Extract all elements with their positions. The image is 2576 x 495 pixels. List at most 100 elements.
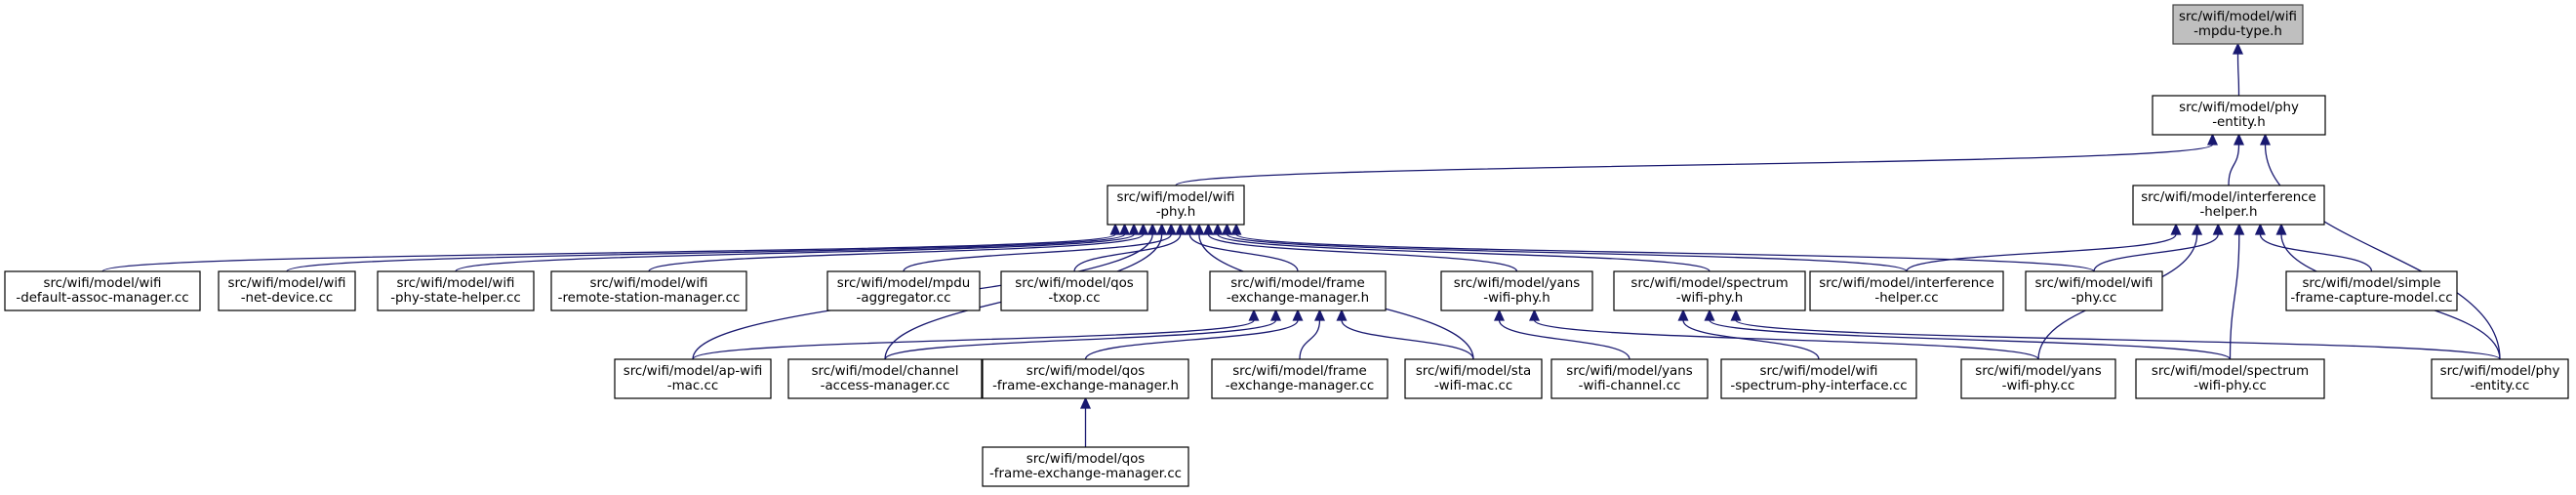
arrowhead-icon [1292, 309, 1304, 321]
arrowhead-icon [1248, 309, 1260, 321]
node-box [1720, 358, 1917, 399]
file-node[interactable]: src/wifi/model/channel-access-manager.cc [787, 358, 983, 399]
node-box [826, 270, 981, 311]
node-box [2025, 270, 2163, 311]
edge-line [1217, 233, 1711, 272]
file-node[interactable]: src/wifi/model/yans-wifi-phy.h [1440, 270, 1593, 311]
arrowhead-icon [2275, 223, 2287, 235]
arrowhead-icon [2192, 223, 2203, 235]
node-label-line-2: -wifi-phy.h [1483, 291, 1550, 306]
arrowhead-icon [2170, 223, 2182, 235]
node-label-line-2: -frame-exchange-manager.h [992, 379, 1179, 393]
file-node[interactable]: src/wifi/model/wifi-net-device.cc [218, 270, 356, 311]
edge-line [1341, 319, 1474, 360]
node-box [2431, 358, 2569, 399]
edge-line [286, 233, 1126, 272]
arrowhead-icon [1175, 223, 1187, 235]
dependency-edge [1175, 133, 2219, 186]
file-node[interactable]: src/wifi/model/qos-frame-exchange-manage… [982, 358, 1189, 399]
file-node[interactable]: src/wifi/model/spectrum-wifi-phy.h [1613, 270, 1806, 311]
node-label-line-1: src/wifi/model/frame [1232, 364, 1367, 379]
file-node[interactable]: src/wifi/model/wifi-phy.cc [2025, 270, 2163, 311]
file-node[interactable]: src/wifi/model/interference-helper.h [2132, 185, 2325, 226]
node-label-line-2: -exchange-manager.h [1227, 291, 1369, 306]
file-node[interactable]: src/wifi/model/frame-exchange-manager.cc [1211, 358, 1389, 399]
file-node[interactable]: src/wifi/model/wifi-default-assoc-manage… [4, 270, 201, 311]
arrowhead-icon [2206, 133, 2219, 145]
file-node[interactable]: src/wifi/model/yans-wifi-channel.cc [1550, 358, 1709, 399]
dependency-edge [1704, 309, 2232, 360]
node-label-line-2: -mpdu-type.h [2194, 24, 2282, 39]
file-node[interactable]: src/wifi/model/spectrum-wifi-phy.cc [2135, 358, 2325, 399]
file-node[interactable]: src/wifi/model/qos-frame-exchange-manage… [982, 446, 1189, 487]
file-node[interactable]: src/wifi/model/wifi-spectrum-phy-interfa… [1720, 358, 1917, 399]
arrowhead-icon [1677, 309, 1689, 321]
node-label-line-2: -default-assoc-manager.cc [16, 291, 188, 306]
file-node[interactable]: src/wifi/model/mpdu-aggregator.cc [826, 270, 981, 311]
file-node[interactable]: src/wifi/model/interference-helper.cc [1809, 270, 2004, 311]
arrowhead-icon [1119, 223, 1131, 235]
edge-line [2228, 144, 2240, 186]
dependency-edge [1299, 309, 1326, 360]
node-box [1211, 358, 1389, 399]
node-label-line-2: -exchange-manager.cc [1226, 379, 1375, 393]
dependency-edge [1073, 223, 1187, 272]
arrowhead-icon [2233, 133, 2245, 145]
node-box [1613, 270, 1806, 311]
dependency-edge [1493, 309, 1630, 360]
node-label-line-2: -mac.cc [667, 379, 718, 393]
file-node[interactable]: src/wifi/model/yans-wifi-phy.cc [1960, 358, 2116, 399]
node-box [1107, 185, 1245, 226]
edge-line [2093, 233, 2219, 272]
file-node[interactable]: src/wifi/model/ap-wifi-mac.cc [614, 358, 772, 399]
edge-line [1299, 319, 1321, 360]
file-node[interactable]: src/wifi/model/phy-entity.cc [2431, 358, 2569, 399]
dependency-edge [1079, 396, 1092, 447]
edge-line [1735, 319, 2501, 360]
arrowhead-icon [1156, 223, 1168, 235]
node-label-line-1: src/wifi/model/qos [1026, 364, 1146, 379]
node-label-line-2: -entity.cc [2471, 379, 2530, 393]
node-box [787, 358, 983, 399]
edge-line [1498, 319, 1630, 360]
node-box [2135, 358, 2325, 399]
dependency-edge [692, 309, 1260, 360]
edge-line [884, 319, 1277, 360]
arrowhead-icon [1269, 309, 1282, 321]
node-box [982, 446, 1189, 487]
file-node[interactable]: src/wifi/model/frame-exchange-manager.h [1209, 270, 1387, 311]
arrowhead-icon [1230, 223, 1242, 235]
node-label-line-2: -aggregator.cc [857, 291, 951, 306]
node-label-line-2: -wifi-channel.cc [1579, 379, 1681, 393]
edge-line [1235, 233, 2095, 272]
dependency-edge [1084, 309, 1304, 360]
arrowhead-icon [1704, 309, 1715, 321]
edge-line [1682, 319, 1820, 360]
arrowhead-icon [1221, 223, 1232, 235]
arrowhead-icon [1165, 223, 1177, 235]
arrowhead-icon [1184, 223, 1195, 235]
node-box [982, 358, 1189, 399]
file-node[interactable]: src/wifi/model/wifi-phy.h [1107, 185, 1245, 226]
node-label-line-2: -remote-station-manager.cc [558, 291, 741, 306]
node-label-line-2: -wifi-phy.cc [2002, 379, 2075, 393]
dependency-edge [455, 223, 1140, 272]
arrowhead-icon [1493, 309, 1506, 321]
node-label-line-2: -wifi-mac.cc [1434, 379, 1512, 393]
file-node[interactable]: src/wifi/model/simple-frame-capture-mode… [2285, 270, 2458, 311]
file-node[interactable]: src/wifi/model/qos-txop.cc [1000, 270, 1148, 311]
file-node[interactable]: src/wifi/model/wifi-phy-state-helper.cc [377, 270, 535, 311]
dependency-edge [101, 223, 1121, 272]
node-label-line-2: -net-device.cc [241, 291, 334, 306]
edge-line [2236, 53, 2240, 97]
file-node[interactable]: src/wifi/model/wifi-remote-station-manag… [550, 270, 747, 311]
arrowhead-icon [1336, 309, 1348, 321]
dependency-edge [2232, 42, 2244, 97]
file-node[interactable]: src/wifi/model/phy-entity.h [2152, 95, 2326, 136]
file-node[interactable]: src/wifi/model/sta-wifi-mac.cc [1404, 358, 1543, 399]
node-label-line-1: src/wifi/model/qos [1026, 452, 1146, 467]
arrowhead-icon [2212, 223, 2224, 235]
node-label-line-1: src/wifi/model/wifi [590, 276, 708, 291]
node-label-line-2: -helper.cc [1874, 291, 1938, 306]
node-label-line-1: src/wifi/model/frame [1230, 276, 1365, 291]
